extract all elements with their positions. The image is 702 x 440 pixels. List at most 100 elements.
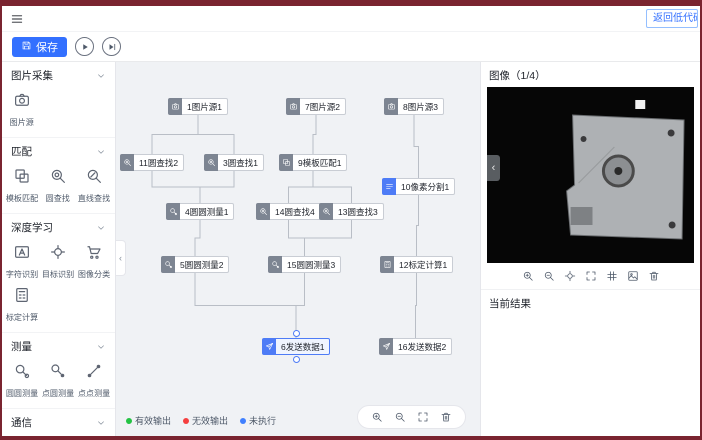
zoom-in-button[interactable] [522, 270, 534, 282]
tool-label: 圆圆测量 [5, 388, 39, 398]
titlebar: 返回低代码 [2, 6, 700, 32]
circle-measure-icon [161, 256, 175, 273]
section-title: 通信 [11, 417, 32, 429]
save-icon [21, 40, 32, 54]
tool-label: 直线查找 [77, 193, 111, 203]
prev-image-button[interactable]: ‹ [487, 155, 500, 181]
tool-template-match[interactable]: 模板匹配 [4, 164, 40, 207]
tool-label: 目标识别 [41, 269, 75, 279]
object-detect-icon [49, 243, 67, 266]
image-panel-title: 图像（1/4） [489, 70, 546, 82]
section-title: 图片采集 [11, 70, 53, 82]
sidebar-collapse-handle[interactable]: ‹ [116, 240, 126, 276]
tool-image-source[interactable]: 图片源 [4, 88, 40, 131]
flow-node-n7[interactable]: 7图片源2 [286, 98, 346, 115]
node-label: 4圆圆测量1 [180, 203, 235, 220]
menu-icon[interactable] [10, 12, 24, 26]
tool-calc[interactable]: 标定计算 [4, 283, 40, 326]
flow-node-n9[interactable]: 9模板匹配1 [279, 154, 348, 171]
tool-point-point-measure[interactable]: 点点测量 [76, 359, 112, 402]
run-button[interactable] [75, 37, 94, 56]
node-label: 12标定计算1 [394, 256, 454, 273]
flow-node-n14[interactable]: 14圆查找4 [256, 203, 321, 220]
image-source-icon [384, 98, 398, 115]
node-label: 7图片源2 [300, 98, 346, 115]
step-run-button[interactable] [102, 37, 121, 56]
tool-line-find[interactable]: 直线查找 [76, 164, 112, 207]
legend-item: 有效输出 [126, 414, 171, 427]
zoom-in-button[interactable] [371, 411, 383, 423]
zoom-out-button[interactable] [543, 270, 555, 282]
flow-node-n3[interactable]: 3圆查找1 [204, 154, 264, 171]
image-source-icon [168, 98, 182, 115]
section-header-2[interactable]: 深度学习 [2, 214, 115, 238]
section-header-0[interactable]: 图片采集 [2, 62, 115, 86]
tool-image-classify[interactable]: 图像分类 [76, 240, 112, 283]
flow-node-n11[interactable]: 11圆查找2 [120, 154, 185, 171]
chevron-down-icon [96, 71, 106, 81]
image-source-icon [13, 91, 31, 114]
section-title: 测量 [11, 341, 32, 353]
legend-label: 有效输出 [135, 416, 172, 426]
delete-button[interactable] [648, 270, 660, 282]
flow-node-n1[interactable]: 1图片源1 [168, 98, 228, 115]
line-find-icon [85, 167, 103, 190]
legend-dot [240, 417, 247, 424]
delete-button[interactable] [440, 411, 452, 423]
section-header-4[interactable]: 通信 [2, 409, 115, 433]
tool-point-circle-measure[interactable]: 点圆测量 [40, 359, 76, 402]
tool-label: 标定计算 [5, 312, 39, 322]
point-circle-measure-icon [49, 362, 67, 385]
calc-icon [13, 286, 31, 309]
tool-circle-find[interactable]: 圆查找 [40, 164, 76, 207]
tool-object-detect[interactable]: 目标识别 [40, 240, 76, 283]
section-items: 发送数据 [2, 433, 115, 436]
flow-node-n15[interactable]: 15圆圆测量3 [268, 256, 342, 273]
flow-edges [151, 115, 419, 338]
image-source-icon [286, 98, 300, 115]
node-label: 10像素分割1 [396, 178, 456, 195]
image-viewer-toolbar [481, 263, 700, 289]
flow-node-n10[interactable]: 10像素分割1 [382, 178, 456, 195]
legend-item: 无效输出 [183, 414, 228, 427]
fit-screen-button[interactable] [417, 411, 429, 423]
locate-button[interactable] [564, 270, 576, 282]
flow-node-n8[interactable]: 8图片源3 [384, 98, 444, 115]
save-button[interactable]: 保存 [12, 36, 67, 57]
zoom-out-button[interactable] [394, 411, 406, 423]
node-label: 3圆查找1 [218, 154, 264, 171]
flow-node-n16[interactable]: 16发送数据2 [379, 338, 453, 355]
tool-ocr[interactable]: 字符识别 [4, 240, 40, 283]
node-label: 1图片源1 [182, 98, 228, 115]
node-label: 9模板匹配1 [293, 154, 348, 171]
flow-node-n6[interactable]: 6发送数据1 [262, 330, 331, 363]
tool-send-data[interactable]: 发送数据 [4, 435, 40, 436]
tool-label: 字符识别 [5, 269, 39, 279]
node-label: 15圆圆测量3 [282, 256, 342, 273]
section-header-1[interactable]: 匹配 [2, 138, 115, 162]
chevron-down-icon [96, 342, 106, 352]
canvas-zoom-toolbar [357, 405, 466, 429]
fullscreen-button[interactable] [585, 270, 597, 282]
pixel-segment-icon [382, 178, 396, 195]
flow-node-n13[interactable]: 13圆查找3 [319, 203, 384, 220]
grid-button[interactable] [606, 270, 618, 282]
section-title: 匹配 [11, 146, 32, 158]
save-image-button[interactable] [627, 270, 639, 282]
circle-find-icon [319, 203, 333, 220]
run-icon [79, 41, 91, 53]
section-items: 字符识别目标识别图像分类标定计算 [2, 238, 115, 333]
section-items: 圆圆测量点圆测量点点测量 [2, 357, 115, 409]
calc-icon [380, 256, 394, 273]
back-to-lowcode-button[interactable]: 返回低代码 [646, 9, 698, 28]
tool-circle-measure[interactable]: 圆圆测量 [4, 359, 40, 402]
flow-node-n4[interactable]: 4圆圆测量1 [166, 203, 235, 220]
legend-dot [183, 417, 190, 424]
flow-node-n5[interactable]: 5圆圆测量2 [161, 256, 230, 273]
node-label: 8图片源3 [398, 98, 444, 115]
flow-node-n12[interactable]: 12标定计算1 [380, 256, 454, 273]
section-header-3[interactable]: 测量 [2, 333, 115, 357]
circle-find-icon [256, 203, 270, 220]
send-data-icon [262, 338, 276, 355]
